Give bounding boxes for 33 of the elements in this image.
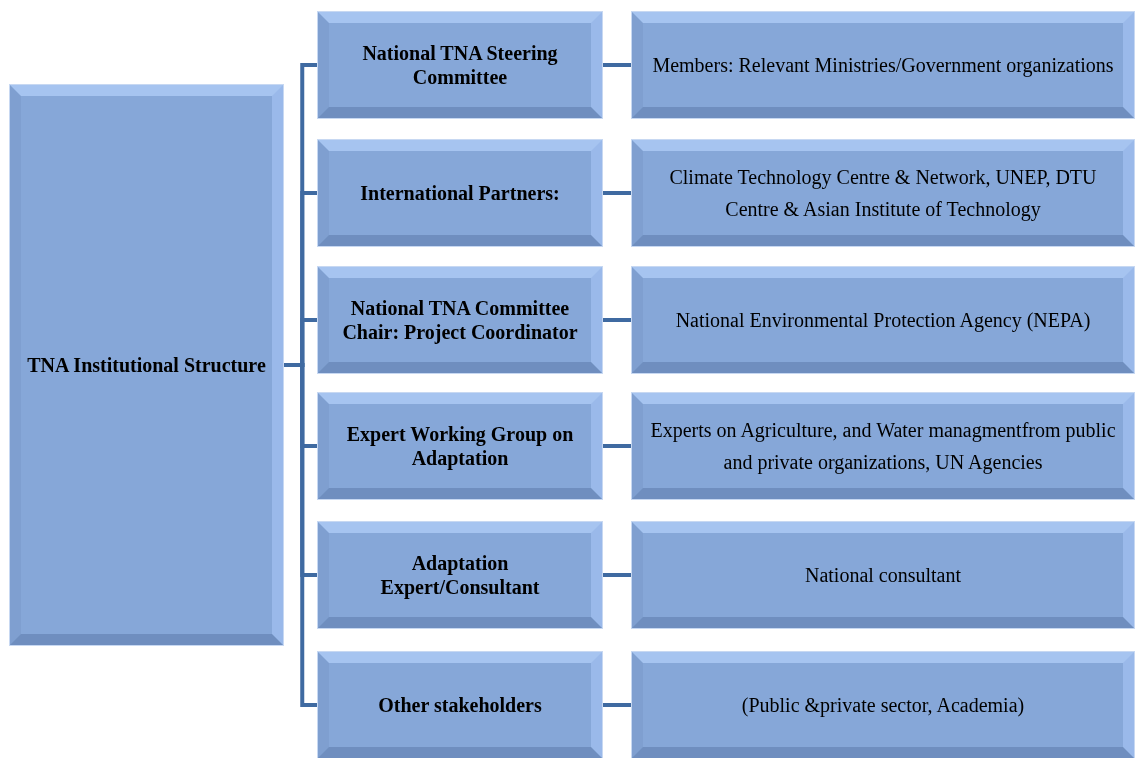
box-label: International Partners: — [360, 181, 560, 205]
box-label: Expert Working Group on Adaptation — [345, 422, 575, 470]
box-label: National TNA Committee Chair: Project Coordinator — [341, 296, 579, 344]
box-label: National Environmental Protection Agency (NEPA) — [675, 308, 1091, 334]
beveled-box — [318, 652, 602, 758]
box-label: National consultant — [804, 563, 962, 588]
beveled-box — [10, 85, 283, 645]
box-label: (Public &private sector, Academia) — [741, 693, 1025, 719]
beveled-box — [318, 267, 602, 373]
connector-line — [602, 703, 632, 707]
beveled-box — [318, 393, 602, 499]
connector-line — [602, 573, 632, 577]
box-label: TNA Institutional Structure — [27, 353, 266, 377]
box-label: Other stakeholders — [378, 693, 542, 717]
box-label: Adaptation Expert/Consultant — [379, 551, 541, 599]
connector-line — [602, 444, 632, 448]
beveled-box — [632, 12, 1134, 118]
beveled-box — [632, 267, 1134, 373]
connector-line — [602, 318, 632, 322]
beveled-box — [632, 652, 1134, 758]
box-label: Climate Technology Centre & Network, UNEP, DTU Centre & Asian Institute of Technology — [668, 165, 1098, 223]
connector-line — [602, 63, 632, 67]
connector-line — [283, 363, 318, 707]
beveled-box — [318, 522, 602, 628]
connector-line — [602, 191, 632, 195]
beveled-box — [632, 393, 1134, 499]
beveled-box — [318, 140, 602, 246]
beveled-box — [632, 522, 1134, 628]
box-label: Experts on Agriculture, and Water managmentfrom public and private organizations, UN Agencies — [649, 418, 1117, 476]
box-label: Members: Relevant Ministries/Government organizations — [652, 53, 1114, 79]
box-label: National TNA Steering Committee — [361, 41, 559, 89]
beveled-box — [632, 140, 1134, 246]
beveled-box — [318, 12, 602, 118]
